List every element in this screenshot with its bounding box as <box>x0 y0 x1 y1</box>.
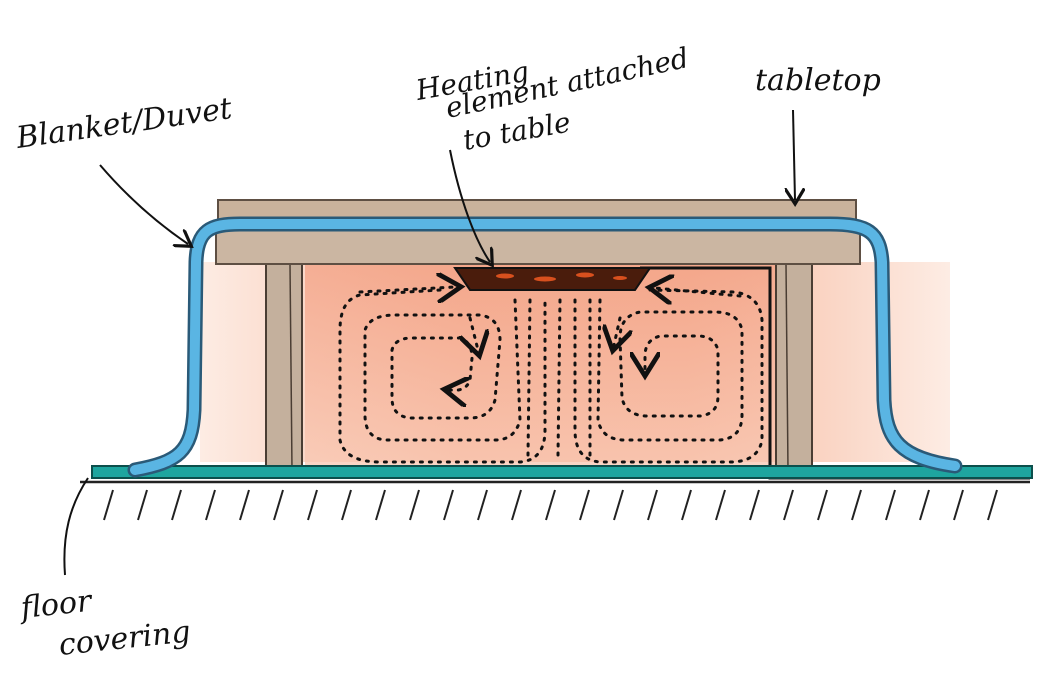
pointer-arrows <box>63 109 795 576</box>
label-blanket: Blanket/Duvet <box>13 91 235 156</box>
convection-arrow-left-down <box>470 316 478 350</box>
heating-pointer <box>449 149 490 262</box>
convection-swirl-right <box>573 288 764 464</box>
convection-swirl-right-inner <box>596 298 744 442</box>
convection-swirl-left <box>338 288 547 464</box>
blanket-pointer <box>99 164 188 244</box>
floor-covering <box>91 465 1033 479</box>
tabletop <box>215 199 861 265</box>
table-leg-right <box>775 261 813 473</box>
convection-currents <box>338 287 764 464</box>
tabletop-pointer <box>793 109 795 200</box>
ground-hatching <box>80 480 1030 521</box>
convection-down-mid-2 <box>556 298 562 457</box>
table-leg-left <box>265 261 303 473</box>
blanket-duvet-fill <box>130 219 960 475</box>
convection-down-mid-1 <box>526 298 532 457</box>
floor-pointer <box>63 477 89 576</box>
convection-arrow-left-top <box>358 287 455 292</box>
label-floor-line1: floor <box>17 584 94 627</box>
label-tabletop: tabletop <box>755 63 881 98</box>
heating-element <box>453 267 652 291</box>
label-floor-line2: covering <box>57 614 192 663</box>
warm-air-core <box>305 265 775 465</box>
tabletop-frame <box>215 227 861 265</box>
convection-arrow-right-top <box>655 288 742 296</box>
